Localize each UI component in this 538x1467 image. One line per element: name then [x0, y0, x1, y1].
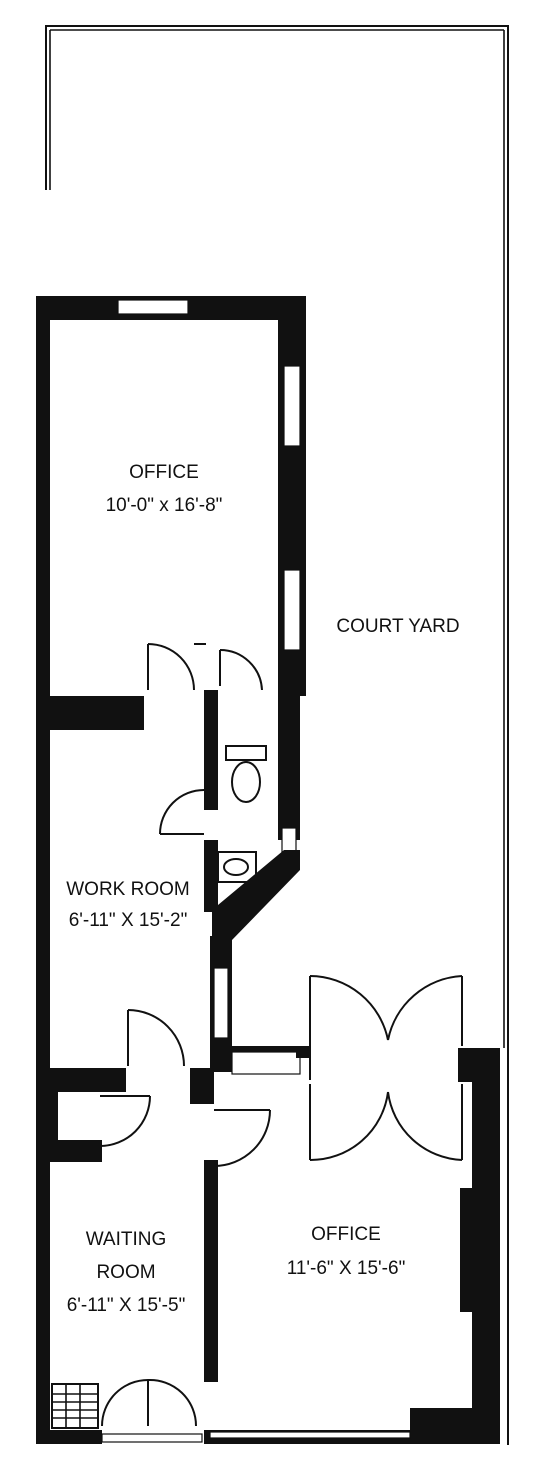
window-bottom	[209, 1431, 411, 1439]
courtyard-boundary	[45, 25, 509, 1445]
office-bottom-dims: 11'-6" X 15'-6"	[287, 1258, 406, 1279]
office-top-name: OFFICE	[129, 462, 199, 483]
window-right-1	[283, 365, 301, 447]
exterior-walls	[36, 296, 500, 1444]
court-yard-label: COURT YARD	[336, 616, 459, 637]
window-top	[117, 299, 189, 315]
office-bottom-name: OFFICE	[311, 1224, 381, 1245]
toilet-icon	[225, 745, 267, 803]
window-courtyard-link	[231, 1051, 301, 1075]
waiting-room-dims: 6'-11" X 15'-5"	[67, 1295, 186, 1316]
window-work-room	[213, 967, 229, 1039]
waiting-room-name-2: ROOM	[96, 1262, 155, 1283]
window-bath	[281, 827, 297, 853]
waiting-room-name-1: WAITING	[86, 1229, 167, 1250]
door-swing-icon	[99, 643, 463, 1427]
stairs-icon	[51, 1383, 99, 1429]
entry-threshold	[101, 1433, 203, 1443]
office-top-dims: 10'-0" x 16'-8"	[106, 495, 223, 516]
work-room-dims: 6'-11" X 15'-2"	[69, 910, 188, 931]
work-room-name: WORK ROOM	[66, 879, 190, 900]
window-right-2	[283, 569, 301, 651]
sink-icon	[217, 851, 257, 883]
